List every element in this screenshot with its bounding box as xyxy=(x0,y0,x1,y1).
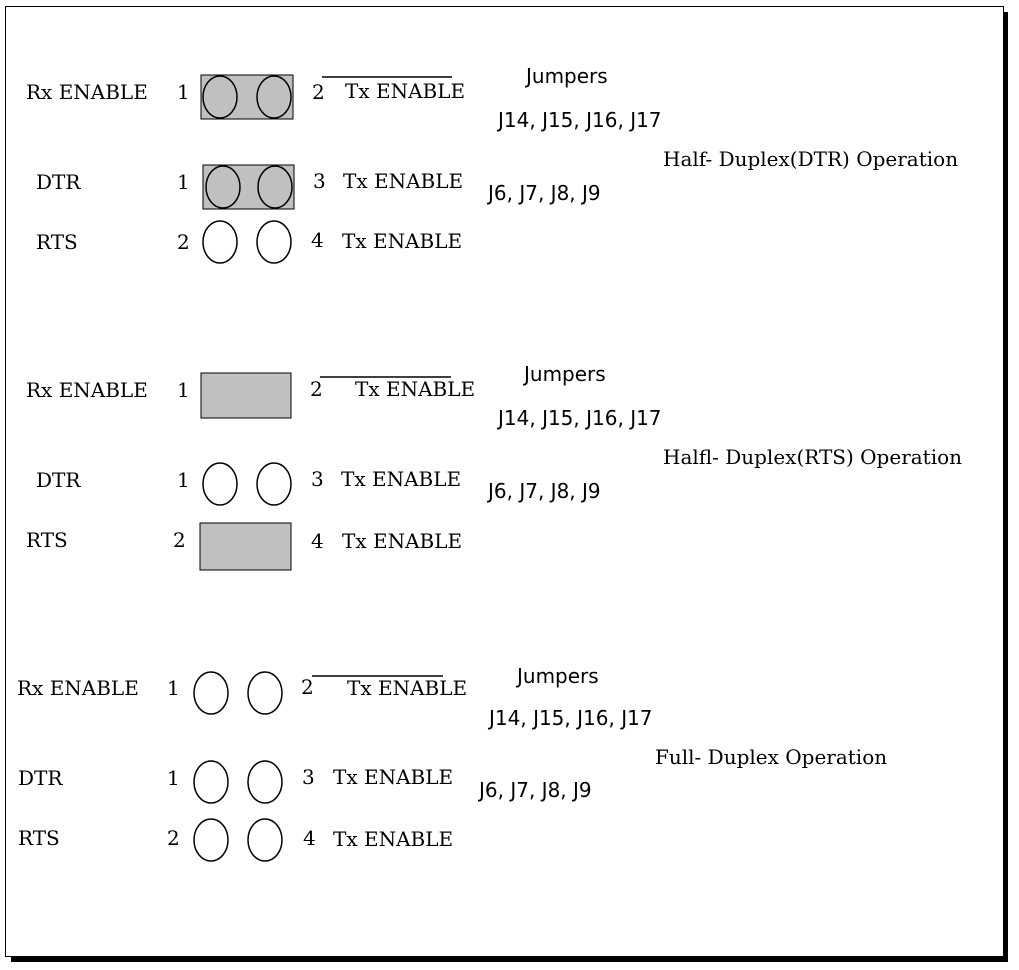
jumpers-title: Jumpers xyxy=(524,64,608,88)
jumpers-group-a: J14, J15, J16, J17 xyxy=(496,406,662,430)
jumpers-title: Jumpers xyxy=(515,664,599,688)
row-left-pin: 1 xyxy=(177,378,190,402)
section-half-duplex-rts: Rx ENABLE 1 2 Tx ENABLE Jumpers J14, J15… xyxy=(26,362,962,571)
jumper-pin[interactable] xyxy=(256,462,292,506)
section-full-duplex: Rx ENABLE 1 2 Tx ENABLE Jumpers J14, J15… xyxy=(17,664,887,862)
row-right-pin: 4 xyxy=(311,529,324,553)
diagram-frame xyxy=(5,6,1004,957)
frame-shadow-bottom xyxy=(11,957,1008,962)
row-left-label: RTS xyxy=(36,230,78,254)
row-left-label: Rx ENABLE xyxy=(17,676,139,700)
row-left-label: DTR xyxy=(36,468,81,492)
row-right-pin: 2 xyxy=(310,377,323,401)
jumper-pin[interactable] xyxy=(256,75,292,119)
jumpers-group-b: J6, J7, J8, J9 xyxy=(486,479,601,503)
row-left-pin: 1 xyxy=(167,676,180,700)
row-left-label: DTR xyxy=(36,170,81,194)
jumpers-group-b: J6, J7, J8, J9 xyxy=(486,181,601,205)
jumper-shunt[interactable] xyxy=(202,164,295,210)
row-left-pin: 2 xyxy=(173,528,186,552)
jumper-pin[interactable] xyxy=(257,165,293,209)
row-right-label: Tx ENABLE xyxy=(355,377,475,401)
jumper-pin[interactable] xyxy=(193,818,229,862)
row-left-label: RTS xyxy=(18,826,60,850)
row-left-pin: 1 xyxy=(177,468,190,492)
row-right-label: Tx ENABLE xyxy=(341,467,461,491)
mode-label: Halfl- Duplex(RTS) Operation xyxy=(663,445,962,469)
frame-shadow-right xyxy=(1004,12,1008,962)
jumper-pin[interactable] xyxy=(247,818,283,862)
row-right-label: Tx ENABLE xyxy=(343,169,463,193)
row-right-label: Tx ENABLE xyxy=(347,676,467,700)
row-left-pin: 1 xyxy=(167,766,180,790)
jumper-pin[interactable] xyxy=(247,760,283,804)
row-left-label: DTR xyxy=(18,766,63,790)
row-right-pin: 4 xyxy=(311,228,324,252)
row-left-pin: 1 xyxy=(177,80,190,104)
row-left-pin: 2 xyxy=(177,230,190,254)
row-right-pin: 3 xyxy=(313,169,326,193)
row-left-label: Rx ENABLE xyxy=(26,378,148,402)
jumper-pin[interactable] xyxy=(193,671,229,715)
jumpers-title: Jumpers xyxy=(522,362,606,386)
row-right-label: Tx ENABLE xyxy=(342,529,462,553)
row-left-label: RTS xyxy=(26,528,68,552)
jumpers-group-a: J14, J15, J16, J17 xyxy=(487,706,653,730)
mode-label: Full- Duplex Operation xyxy=(655,745,887,769)
jumper-pin[interactable] xyxy=(202,75,238,119)
jumper-pin[interactable] xyxy=(202,462,238,506)
row-right-label: Tx ENABLE xyxy=(333,827,453,851)
section-half-duplex-dtr: Rx ENABLE 1 2 Tx ENABLE Jumpers J14, J15… xyxy=(26,64,958,264)
row-right-label: Tx ENABLE xyxy=(342,229,462,253)
jumper-pin[interactable] xyxy=(247,671,283,715)
jumpers-group-a: J14, J15, J16, J17 xyxy=(496,108,662,132)
jumper-pin[interactable] xyxy=(202,220,238,264)
row-right-pin: 3 xyxy=(311,467,324,491)
row-left-label: Rx ENABLE xyxy=(26,80,148,104)
row-right-pin: 4 xyxy=(303,826,316,850)
row-right-pin: 2 xyxy=(312,80,325,104)
jumper-shunt[interactable] xyxy=(200,372,292,419)
jumpers-group-b: J6, J7, J8, J9 xyxy=(477,778,592,802)
row-left-pin: 2 xyxy=(167,826,180,850)
jumper-pin[interactable] xyxy=(205,165,241,209)
row-right-label: Tx ENABLE xyxy=(333,765,453,789)
row-right-label: Tx ENABLE xyxy=(345,79,465,103)
jumper-shunt[interactable] xyxy=(200,74,294,120)
jumper-pin[interactable] xyxy=(193,760,229,804)
jumper-pin[interactable] xyxy=(256,220,292,264)
row-left-pin: 1 xyxy=(177,170,190,194)
mode-label: Half- Duplex(DTR) Operation xyxy=(663,147,958,171)
row-right-pin: 3 xyxy=(302,765,315,789)
jumper-shunt[interactable] xyxy=(199,522,292,571)
row-right-pin: 2 xyxy=(301,675,314,699)
